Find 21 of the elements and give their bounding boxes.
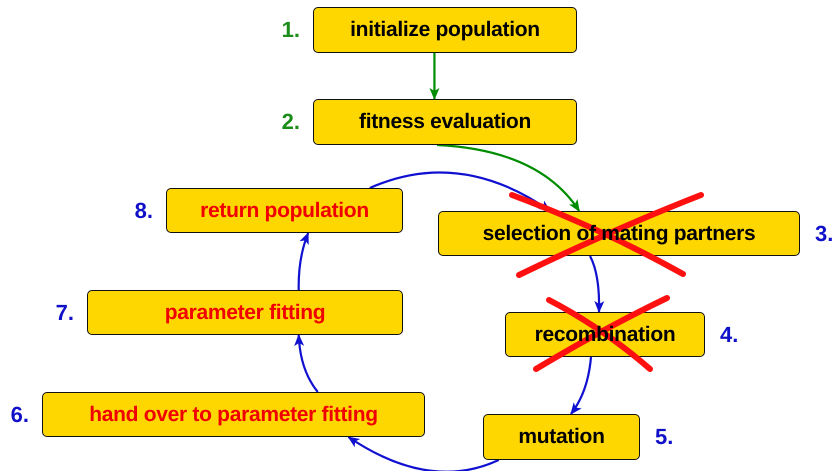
step-number: 2.	[282, 109, 300, 135]
step-number: 1.	[282, 17, 300, 43]
step-label: parameter fitting	[164, 300, 326, 324]
arrow	[589, 256, 604, 313]
step-label: mutation	[518, 425, 605, 449]
step-label: return population	[200, 198, 369, 222]
step-number: 8.	[134, 198, 153, 224]
step-label: initialize population	[350, 18, 540, 42]
arrow	[437, 144, 580, 212]
step-number: 5.	[655, 424, 674, 450]
arrow	[298, 232, 310, 290]
step-number: 3.	[815, 220, 833, 246]
step-number: 7.	[56, 300, 74, 326]
step-label: hand over to parameter fitting	[89, 402, 378, 426]
arrow	[294, 334, 319, 393]
arrow	[348, 436, 500, 471]
arrow	[429, 53, 440, 100]
step-label: fitness evaluation	[359, 110, 531, 134]
arrow	[570, 356, 592, 415]
step-number: 4.	[720, 322, 738, 348]
step-number: 6.	[10, 402, 29, 428]
